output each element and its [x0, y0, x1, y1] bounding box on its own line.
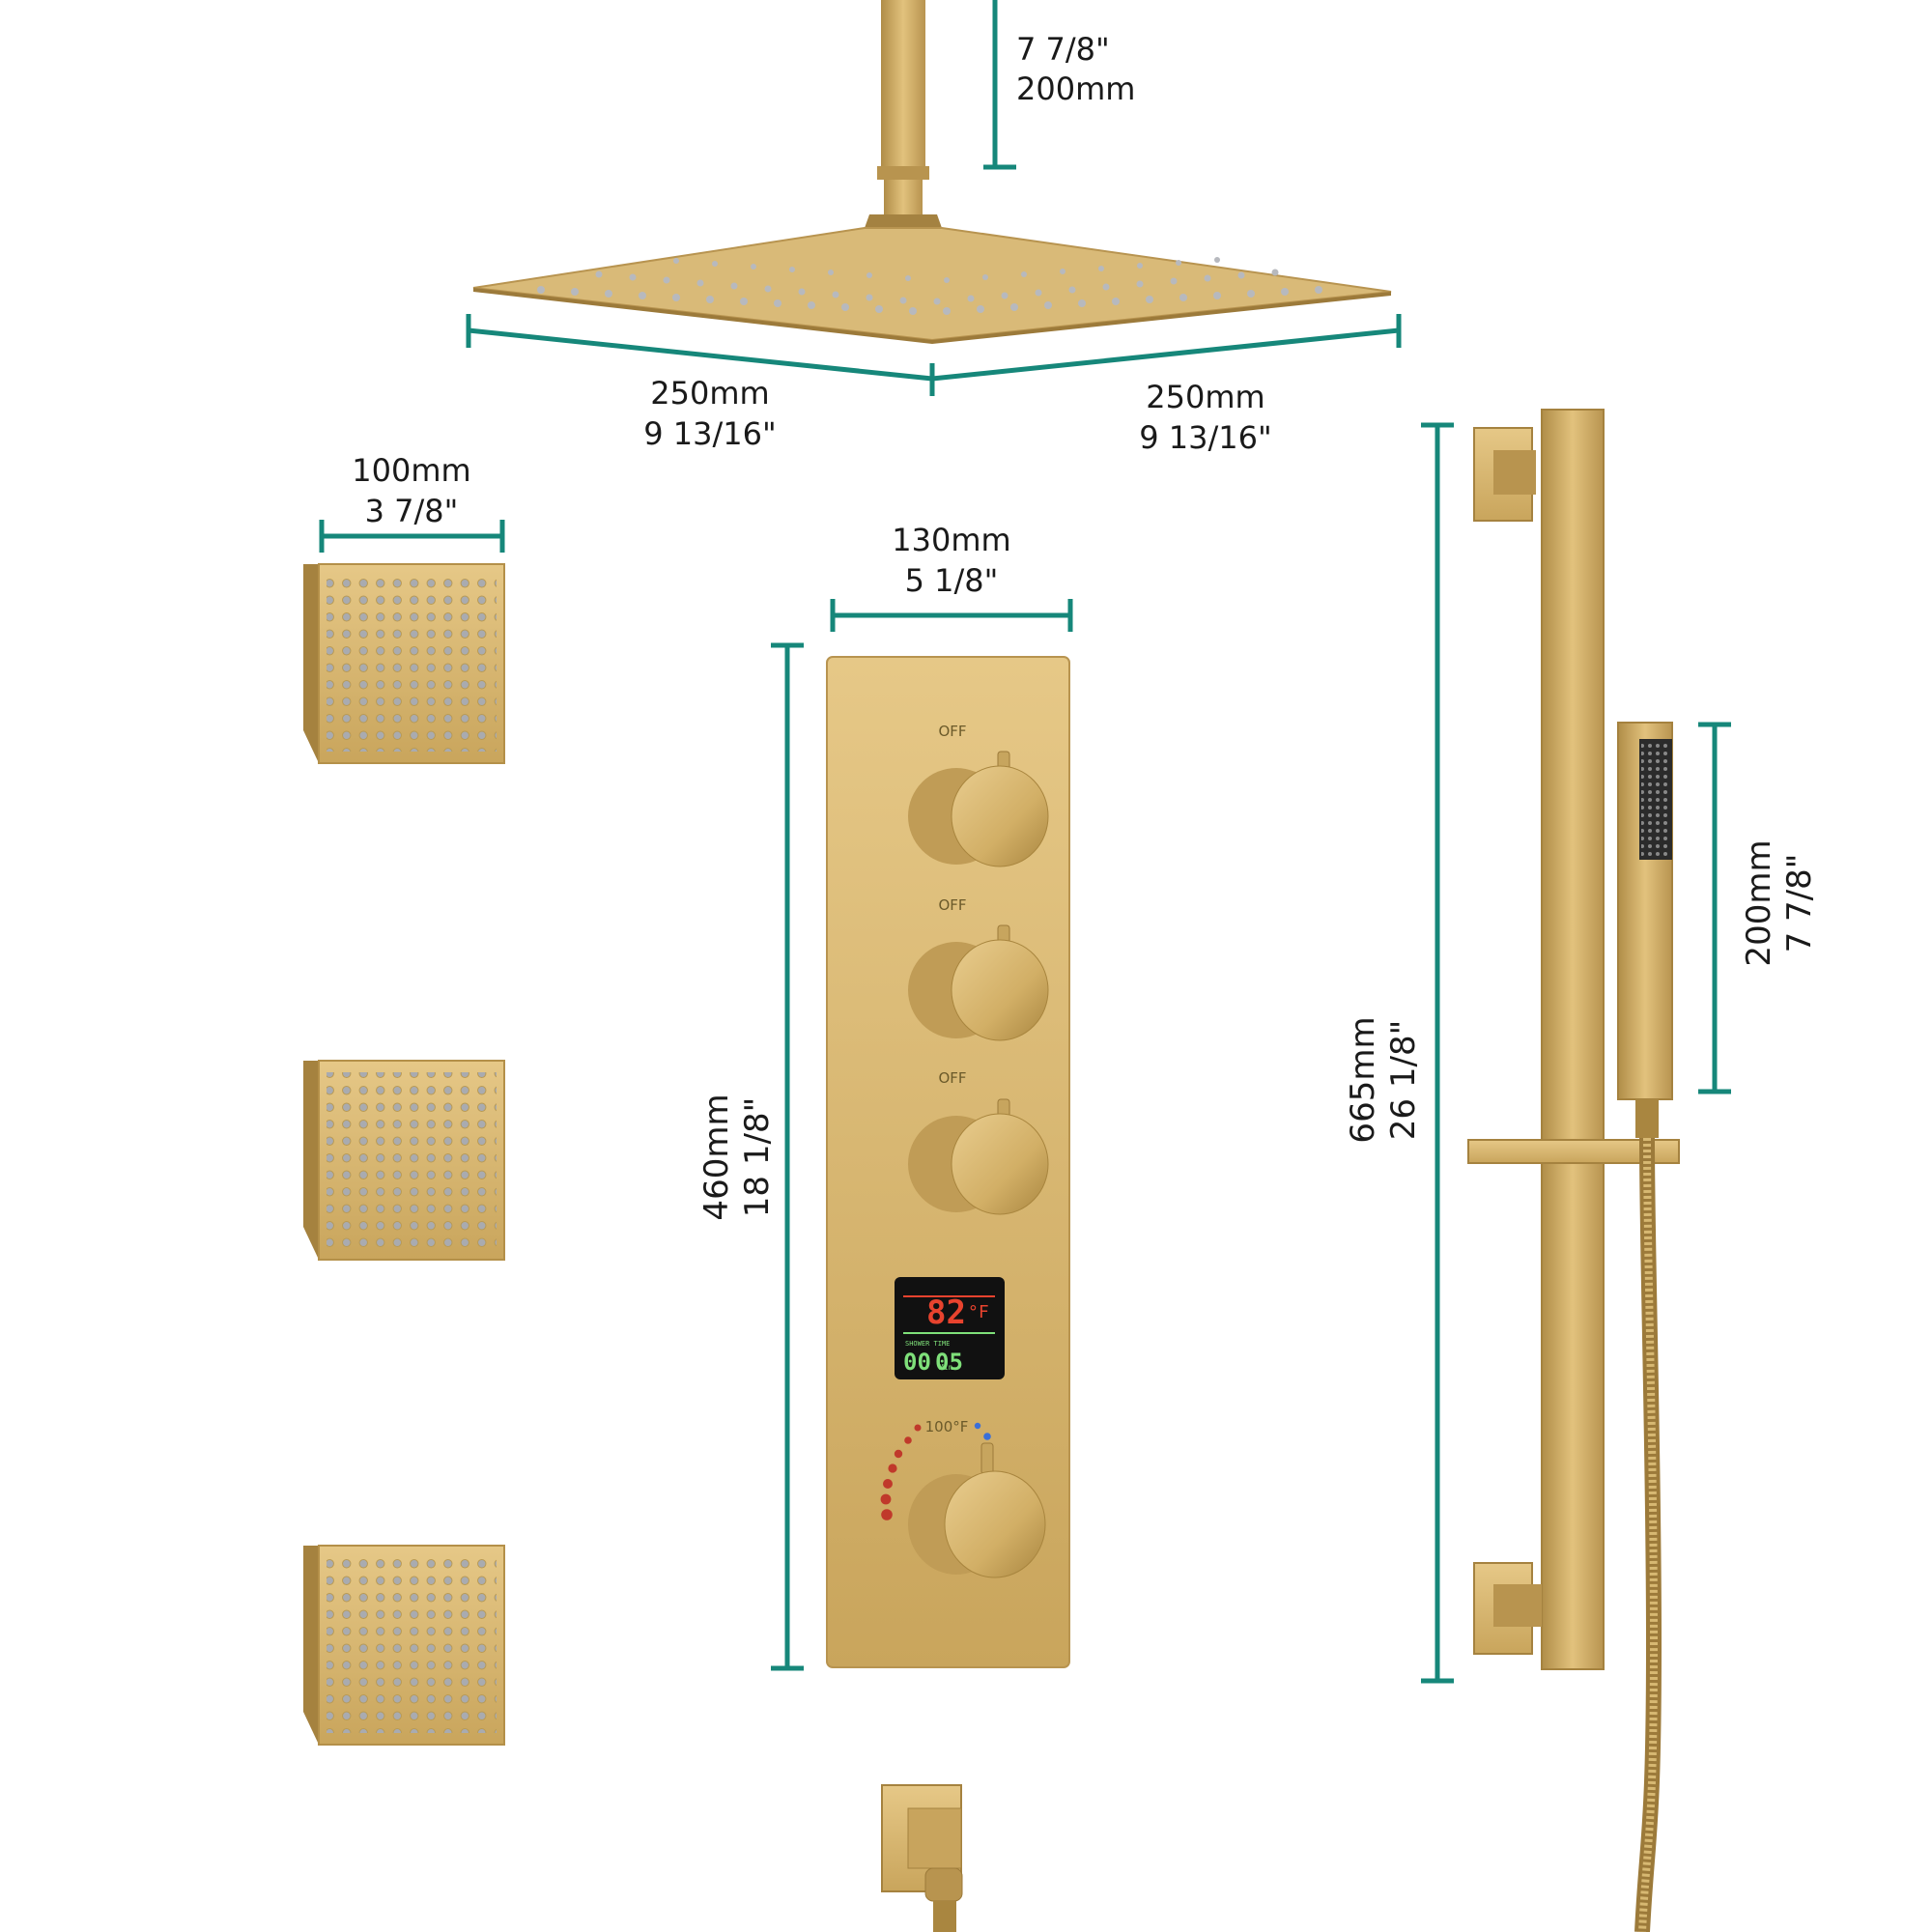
hand-length-metric: 200mm	[1740, 839, 1778, 966]
display-seconds: 05	[935, 1349, 963, 1376]
arm-collar	[877, 166, 929, 180]
arm-height-metric: 200mm	[1016, 71, 1135, 107]
temp-dot	[883, 1479, 893, 1489]
thermostat-knob-face	[944, 1470, 1046, 1578]
head-width-dimension: 250mm 9 13/16" 250mm 9 13/16"	[466, 314, 1402, 456]
hand-shower[interactable]	[1617, 722, 1673, 1138]
rain-shower-head	[472, 0, 1392, 344]
slide-height-imperial: 26 1/8"	[1384, 1020, 1423, 1140]
temp-dot	[888, 1463, 897, 1473]
knob-3-label: OFF	[938, 1069, 966, 1087]
head-dim-right-line	[931, 327, 1400, 382]
head-dim-left-line	[468, 327, 933, 382]
wall-elbow	[881, 1784, 963, 1932]
knob-3-face	[951, 1113, 1049, 1215]
slide-bar-top-arm	[1493, 450, 1536, 495]
jet-width-imperial: 3 7/8"	[365, 493, 459, 529]
knob-2-label: OFF	[938, 896, 966, 914]
jet-3-nozzles	[327, 1557, 497, 1733]
temp-dot	[914, 1424, 922, 1432]
temperature-scale-dots	[880, 1422, 991, 1520]
hose-coil	[1638, 1137, 1659, 1932]
arm-height-imperial: 7 7/8"	[1016, 31, 1110, 68]
display-status: SHOWER TIME	[905, 1340, 950, 1348]
hand-length-imperial: 7 7/8"	[1780, 854, 1819, 953]
jet-1-side	[303, 564, 319, 763]
slide-bar	[1467, 409, 1680, 1670]
hand-shower-cone	[1635, 1099, 1659, 1138]
display-minutes: 00	[903, 1349, 931, 1376]
head-left-imperial: 9 13/16"	[643, 415, 776, 452]
panel-width-imperial: 5 1/8"	[905, 562, 999, 599]
body-jet-width-dimension: 100mm 3 7/8"	[319, 452, 505, 553]
shower-head-plate	[472, 227, 1392, 342]
arm-height-dimension: 7 7/8" 200mm	[983, 0, 1135, 170]
thermostat-knob[interactable]	[908, 1442, 1046, 1578]
panel-height-dimension: 460mm 18 1/8"	[697, 642, 804, 1671]
diverter-knob-1[interactable]	[908, 751, 1049, 867]
nozzle-row-3	[673, 257, 1220, 283]
slide-bar-bottom-arm	[1493, 1584, 1542, 1627]
diverter-knob-2[interactable]	[908, 924, 1049, 1041]
digital-display: 82 °F SHOWER TIME 00 Min 05	[895, 1277, 1005, 1379]
temp-dot	[880, 1493, 892, 1505]
temp-dot	[894, 1449, 903, 1459]
panel-width-metric: 130mm	[892, 522, 1010, 558]
nozzle-row-2	[595, 269, 1279, 305]
jet-2-side	[303, 1061, 319, 1260]
head-connector	[865, 214, 942, 228]
panel-height-imperial: 18 1/8"	[738, 1097, 777, 1217]
panel-width-dimension: 130mm 5 1/8"	[830, 522, 1073, 632]
thermostat-label: 100°F	[925, 1418, 969, 1435]
elbow-outlet	[933, 1901, 956, 1932]
hand-shower-nozzles	[1641, 742, 1670, 858]
jet-3-side	[303, 1546, 319, 1745]
body-jet-3	[303, 1545, 505, 1746]
jet-2-nozzles	[327, 1072, 497, 1248]
thermostat-lever	[980, 1442, 994, 1475]
temp-dot-cold	[983, 1433, 991, 1440]
ball-joint	[884, 180, 923, 214]
slide-bar-height-dimension: 665mm 26 1/8"	[1344, 422, 1454, 1684]
jet-width-metric: 100mm	[352, 452, 470, 489]
shower-arm	[881, 0, 925, 172]
temp-dot-cold	[974, 1422, 981, 1430]
body-jet-2	[303, 1060, 505, 1261]
head-right-imperial: 9 13/16"	[1139, 419, 1271, 456]
head-left-metric: 250mm	[650, 375, 769, 412]
panel-height-metric: 460mm	[697, 1094, 736, 1220]
elbow-block	[907, 1807, 962, 1869]
display-temperature-unit: °F	[968, 1302, 989, 1322]
knob-1-label: OFF	[938, 723, 966, 740]
hand-shower-length-dimension: 200mm 7 7/8"	[1698, 722, 1819, 1094]
display-temperature: 82	[926, 1293, 966, 1332]
slide-bar-rail	[1541, 409, 1605, 1670]
jet-1-nozzles	[327, 576, 497, 752]
temp-dot	[904, 1436, 912, 1444]
head-nozzles	[537, 257, 1322, 315]
display-screen	[895, 1277, 1005, 1379]
head-right-metric: 250mm	[1146, 379, 1264, 415]
body-jet-1	[303, 563, 505, 764]
elbow-nut	[924, 1867, 963, 1902]
knob-1-face	[951, 765, 1049, 867]
shower-hose	[1634, 1137, 1662, 1932]
thermostatic-panel: OFF OFF OFF 82 °F SHOWER TIME 0	[826, 656, 1070, 1668]
knob-2-face	[951, 939, 1049, 1041]
slide-height-metric: 665mm	[1344, 1016, 1382, 1143]
nozzle-row	[537, 286, 1322, 315]
temp-dot	[881, 1509, 893, 1520]
display-min-unit: Min	[939, 1363, 953, 1372]
diverter-knob-3[interactable]	[908, 1098, 1049, 1215]
